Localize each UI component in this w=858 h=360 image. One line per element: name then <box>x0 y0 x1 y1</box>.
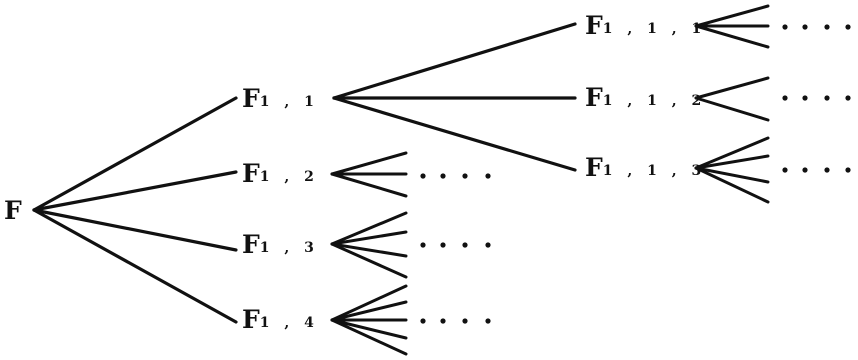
ellipsis-f112 <box>782 95 851 101</box>
edge-f-to-f13 <box>32 208 238 252</box>
node-f11-subscript: 1 , 1 <box>259 94 319 110</box>
node-f13: F1 , 3 <box>242 232 319 257</box>
edge-f-to-f11 <box>32 96 238 212</box>
fan-f14 <box>330 284 408 356</box>
node-f112-label: F <box>585 83 603 112</box>
node-f112: F1 , 1 , 2 <box>585 85 706 110</box>
node-f111-subscript: 1 , 1 , 1 <box>602 21 707 37</box>
ellipsis-f12 <box>420 173 491 179</box>
ellipsis-f13 <box>420 242 491 248</box>
fan-f12 <box>330 151 408 198</box>
ellipsis-f113 <box>782 167 851 173</box>
node-f14-subscript: 1 , 4 <box>259 315 319 331</box>
node-f11-label: F <box>242 84 260 113</box>
fan-f111 <box>694 4 770 49</box>
ellipsis-f111 <box>782 24 851 30</box>
node-f113-subscript: 1 , 1 , 3 <box>602 163 707 179</box>
node-f113-label: F <box>585 153 603 182</box>
node-f13-label: F <box>242 230 260 259</box>
edge-f11-to-f111 <box>332 22 577 100</box>
node-f111: F1 , 1 , 1 <box>585 13 706 38</box>
ellipsis-f14 <box>420 318 491 324</box>
fan-f13 <box>330 211 408 279</box>
edge-f-to-f12 <box>32 170 238 212</box>
fan-f112 <box>694 76 770 122</box>
edge-f11-to-f113 <box>332 96 577 172</box>
node-f14-label: F <box>242 305 260 334</box>
node-f12: F1 , 2 <box>242 161 319 186</box>
node-root-label: F <box>4 196 22 225</box>
node-f112-subscript: 1 , 1 , 2 <box>602 93 707 109</box>
node-f12-label: F <box>242 159 260 188</box>
fan-f113 <box>694 136 770 204</box>
node-root: F <box>4 198 22 223</box>
edge-f-to-f14 <box>32 208 238 324</box>
node-f12-subscript: 1 , 2 <box>259 169 319 185</box>
node-f11: F1 , 1 <box>242 86 319 111</box>
node-f14: F1 , 4 <box>242 307 319 332</box>
node-f13-subscript: 1 , 3 <box>259 240 319 256</box>
node-f113: F1 , 1 , 3 <box>585 155 706 180</box>
node-f111-label: F <box>585 11 603 40</box>
